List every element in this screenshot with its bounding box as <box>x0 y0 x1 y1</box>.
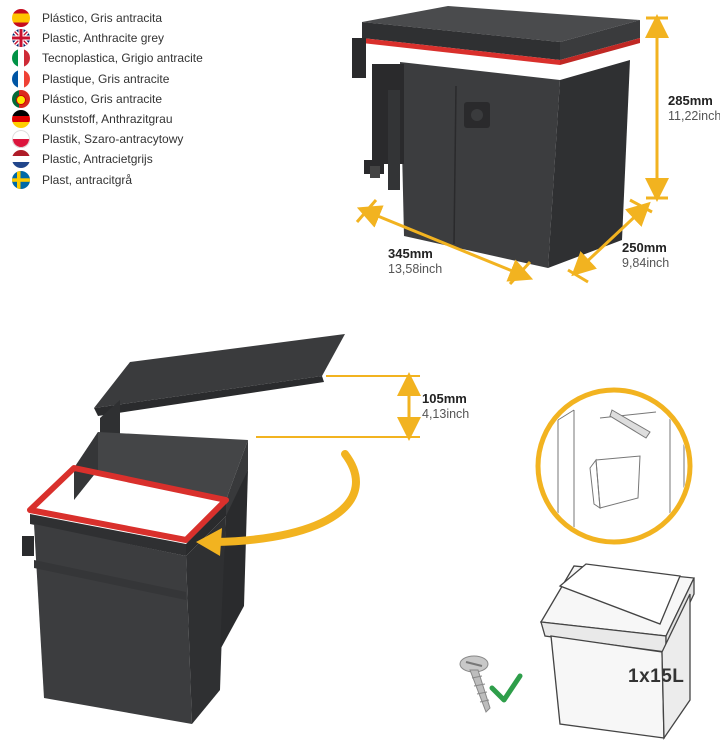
material-text: Plastique, Gris antracite <box>42 71 170 86</box>
depth-mm: 250mm <box>622 240 667 255</box>
bin-top-view <box>352 6 640 268</box>
material-row-es: Plástico, Gris antracita <box>12 8 262 28</box>
material-row-pl: Plastik, Szaro-antracytowy <box>12 129 262 149</box>
material-text: Kunststoff, Anthrazitgrau <box>42 112 173 127</box>
italy-flag-icon <box>12 49 30 68</box>
material-row-de: Kunststoff, Anthrazitgrau <box>12 109 262 129</box>
netherlands-flag-icon <box>12 150 30 169</box>
installation-inset <box>535 387 693 545</box>
material-row-it: Tecnoplastica, Grigio antracite <box>12 48 262 68</box>
lid-opening-dimension-label: 105mm 4,13inch <box>422 391 470 421</box>
insert-arrow <box>210 450 360 546</box>
sweden-flag-icon <box>12 170 30 189</box>
material-text: Plastik, Szaro-antracytowy <box>42 132 184 147</box>
material-row-se: Plast, antracitgrå <box>12 170 262 190</box>
material-row-nl: Plastic, Antracietgrijs <box>12 149 262 169</box>
material-row-gb: Plastic, Anthracite grey <box>12 28 262 48</box>
check-icon <box>489 673 523 703</box>
spain-flag-icon <box>12 9 30 28</box>
material-text: Tecnoplastica, Grigio antracite <box>42 51 203 66</box>
lid-opening-mm: 105mm <box>422 391 467 406</box>
material-text: Plástico, Gris antracita <box>42 11 163 26</box>
width-mm: 345mm <box>388 246 433 261</box>
depth-inch: 9,84inch <box>622 255 670 270</box>
material-row-fr: Plastique, Gris antracite <box>12 69 262 89</box>
material-text: Plast, antracitgrå <box>42 172 133 187</box>
material-text: Plastic, Anthracite grey <box>42 31 165 46</box>
screw-icon <box>459 655 491 713</box>
width-dimension-line <box>355 199 534 286</box>
material-text: Plastic, Antracietgrijs <box>42 152 153 167</box>
france-flag-icon <box>12 69 30 88</box>
depth-dimension-label: 250mm 9,84inch <box>622 240 670 270</box>
depth-dimension-line <box>567 198 653 284</box>
bin-open-view <box>22 334 345 724</box>
capacity-label: 1x15L <box>628 666 685 687</box>
lid-opening-inch: 4,13inch <box>422 406 470 421</box>
materials-list: Plástico, Gris antracita Plastic, Anthra… <box>12 8 262 190</box>
width-inch: 13,58inch <box>388 261 443 276</box>
height-inch: 11,22inch <box>668 108 720 123</box>
height-dimension-line <box>645 13 669 202</box>
height-mm: 285mm <box>668 93 713 108</box>
germany-flag-icon <box>12 110 30 129</box>
bin-outline-drawing <box>539 563 695 741</box>
material-row-pt: Plástico, Gris antracite <box>12 89 262 109</box>
lid-opening-dimension-line <box>256 372 421 441</box>
portugal-flag-icon <box>12 89 30 108</box>
insert-arrow-head <box>196 528 222 556</box>
poland-flag-icon <box>12 130 30 149</box>
width-dimension-label: 345mm 13,58inch <box>388 246 443 276</box>
material-text: Plástico, Gris antracite <box>42 91 163 106</box>
height-dimension-label: 285mm 11,22inch <box>668 93 720 123</box>
